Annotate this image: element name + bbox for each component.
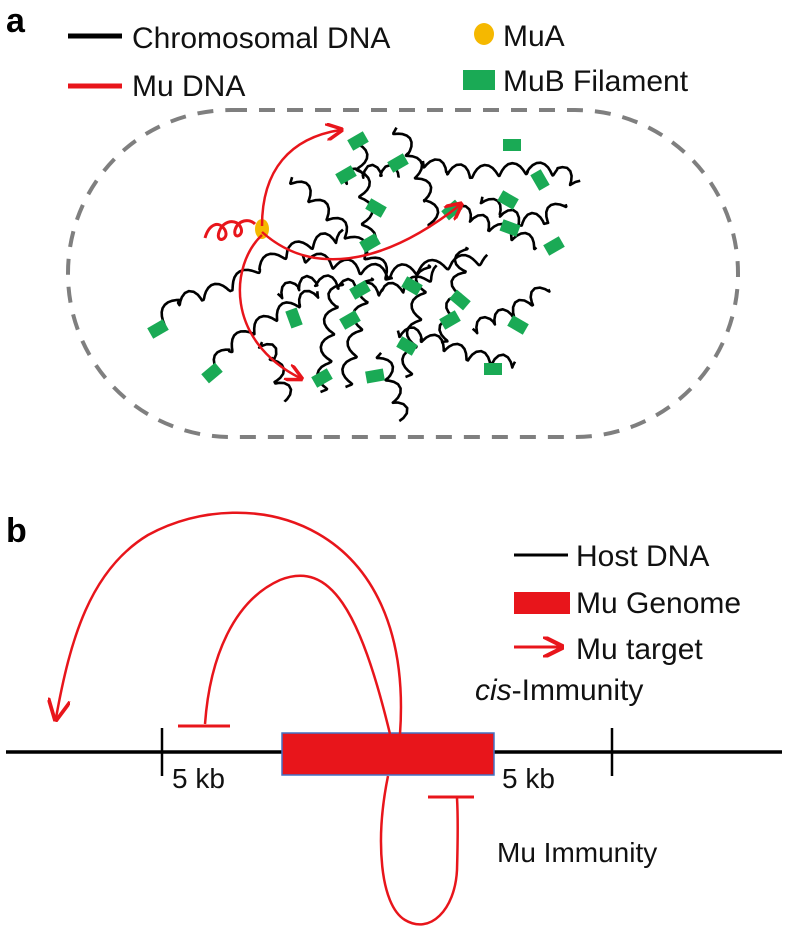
mub-filament-block xyxy=(499,219,521,237)
chromosome-strand xyxy=(450,204,538,251)
mu-target-arrow xyxy=(56,511,403,735)
legend-mub-swatch xyxy=(463,70,495,90)
chromosome-strand xyxy=(341,277,375,389)
mub-filament-block xyxy=(365,198,387,218)
legend-mua-label: MuA xyxy=(503,20,565,53)
mub-filament-block xyxy=(387,153,409,173)
arrow-to-right xyxy=(261,205,460,261)
panel-a-legend: Chromosomal DNA Mu DNA MuA MuB Filament xyxy=(68,20,689,103)
mub-filament-block xyxy=(439,310,461,330)
legend-mub-label: MuB Filament xyxy=(503,65,689,98)
panel-b: b Host DNA Mu Genome Mu target cis-Immun… xyxy=(6,511,782,926)
mub-filament-block xyxy=(530,169,550,191)
mub-filament-block xyxy=(365,368,385,384)
legend-genome-label: Mu Genome xyxy=(576,587,741,620)
arrow-to-top xyxy=(260,130,340,227)
arrow-to-bottom xyxy=(238,234,300,378)
mub-filament-block xyxy=(449,289,471,311)
chromosome-strand xyxy=(421,158,581,187)
mub-filament-block xyxy=(543,236,565,256)
legend-target-label: Mu target xyxy=(576,633,703,666)
panel-a-letter: a xyxy=(6,2,26,40)
cis-immunity-curve xyxy=(203,574,392,735)
legend-chromosomal-label: Chromosomal DNA xyxy=(132,22,390,55)
cis-immunity-rest: -Immunity xyxy=(512,674,644,707)
legend-host-label: Host DNA xyxy=(576,540,709,573)
mub-filament-block xyxy=(401,276,423,296)
chromosome-strand xyxy=(479,196,568,227)
mub-filament-block xyxy=(311,368,333,388)
mub-filament-block xyxy=(335,165,357,185)
chromosome-strand xyxy=(301,252,489,280)
mub-filament-block xyxy=(359,233,381,253)
mub-filament-block xyxy=(349,280,371,300)
cis-immunity-label: cis-Immunity xyxy=(475,674,643,707)
panel-a: a Chromosomal DNA Mu DNA MuA MuB Filamen… xyxy=(6,2,740,439)
mub-filament-block xyxy=(147,319,169,339)
mub-filament-block xyxy=(507,315,529,335)
mu-immunity-label: Mu Immunity xyxy=(497,837,657,868)
mub-filament-block xyxy=(285,307,303,329)
cis-immunity-italic: cis xyxy=(475,674,512,707)
mu-genome-box xyxy=(281,732,495,776)
mu-immunity-curve xyxy=(379,775,459,926)
mub-filament-block xyxy=(396,336,418,356)
panel-b-letter: b xyxy=(6,512,27,550)
chromosome-strand xyxy=(211,289,320,374)
left-5kb-label: 5 kb xyxy=(172,763,225,794)
legend-genome-swatch xyxy=(514,592,570,614)
mu-dna-fragment xyxy=(203,219,257,241)
chromosome-strand xyxy=(156,228,344,329)
panel-b-legend: Host DNA Mu Genome Mu target xyxy=(514,540,741,666)
mub-filament-block xyxy=(201,362,223,384)
mub-filament-block xyxy=(339,310,361,330)
mub-filament-block xyxy=(347,131,369,151)
mub-filament-block xyxy=(497,190,519,210)
cell-outline xyxy=(66,108,740,439)
mub-filament-block xyxy=(503,139,521,151)
right-5kb-label: 5 kb xyxy=(502,763,555,794)
chromosome-strand xyxy=(353,136,377,255)
legend-mua-swatch xyxy=(474,23,494,45)
mub-filament-block xyxy=(484,363,502,375)
chromosome-strand xyxy=(375,351,409,423)
chromosome-strand xyxy=(392,126,440,228)
legend-mu-dna-label: Mu DNA xyxy=(132,70,245,103)
chromosome-strand xyxy=(289,176,394,281)
